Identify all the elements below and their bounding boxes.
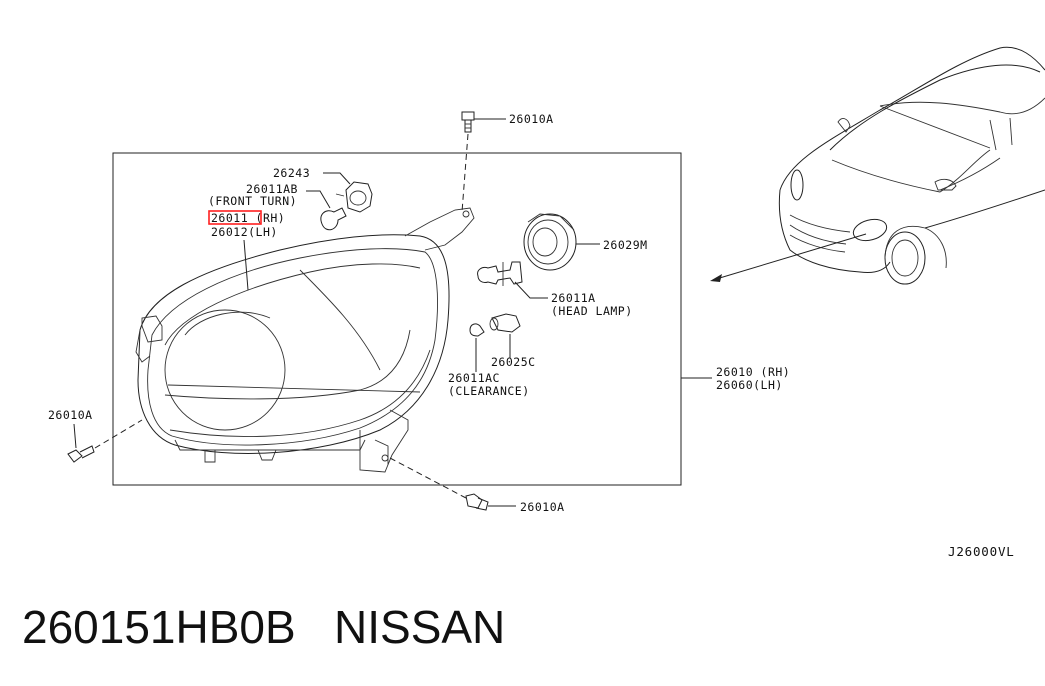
label-bolt-top: 26010A: [509, 112, 554, 126]
label-socket-clearance: 26025C: [491, 355, 536, 369]
socket-clearance[interactable]: [489, 313, 521, 333]
label-bolt-left: 26010A: [48, 408, 93, 422]
bolt-left[interactable]: [67, 445, 95, 463]
label-headlamp-cap: 26029M: [603, 238, 648, 252]
label-lamp-lh: 26060(LH): [716, 378, 783, 392]
bolt-bottom[interactable]: [465, 493, 489, 511]
label-lamp-rh: 26010 (RH): [716, 365, 790, 379]
label-bulb-clearance: 26011AC: [448, 371, 500, 385]
bulb-head-lamp[interactable]: [477, 261, 523, 286]
label-assembly-lh: 26012(LH): [211, 225, 278, 239]
part-number: 260151HB0B: [22, 601, 296, 653]
label-bulb-front-turn-desc: (FRONT TURN): [208, 194, 297, 208]
label-assembly-rh: 26011 (RH): [211, 211, 285, 225]
exploded-parts-diagram: 26010A 26243 26011AB (FRONT TURN) 26011 …: [48, 46, 1045, 514]
arrow-head: [710, 274, 722, 282]
headlamp-cap[interactable]: [523, 213, 577, 271]
bolt-top[interactable]: [461, 111, 475, 133]
label-bulb-clearance-desc: (CLEARANCE): [448, 384, 530, 398]
footer-title: 260151HB0B NISSAN: [22, 600, 505, 654]
bulb-front-turn[interactable]: [320, 207, 347, 231]
reference-code: J26000VL: [948, 544, 1015, 559]
label-bulb-head-lamp-desc: (HEAD LAMP): [551, 304, 633, 318]
label-bulb-head-lamp: 26011A: [551, 291, 596, 305]
label-bulb-front-turn: 26011AB: [246, 182, 298, 196]
headlamp-housing[interactable]: [135, 207, 475, 473]
highlight-box: [208, 210, 262, 225]
socket-front-turn[interactable]: [335, 181, 373, 213]
bulb-clearance[interactable]: [469, 323, 485, 337]
vehicle-location-sketch: [778, 46, 1045, 285]
brand-name: NISSAN: [334, 601, 506, 653]
assembly-frame: [112, 152, 682, 486]
label-bolt-bottom: 26010A: [520, 500, 565, 514]
label-socket-front-turn: 26243: [273, 166, 310, 180]
